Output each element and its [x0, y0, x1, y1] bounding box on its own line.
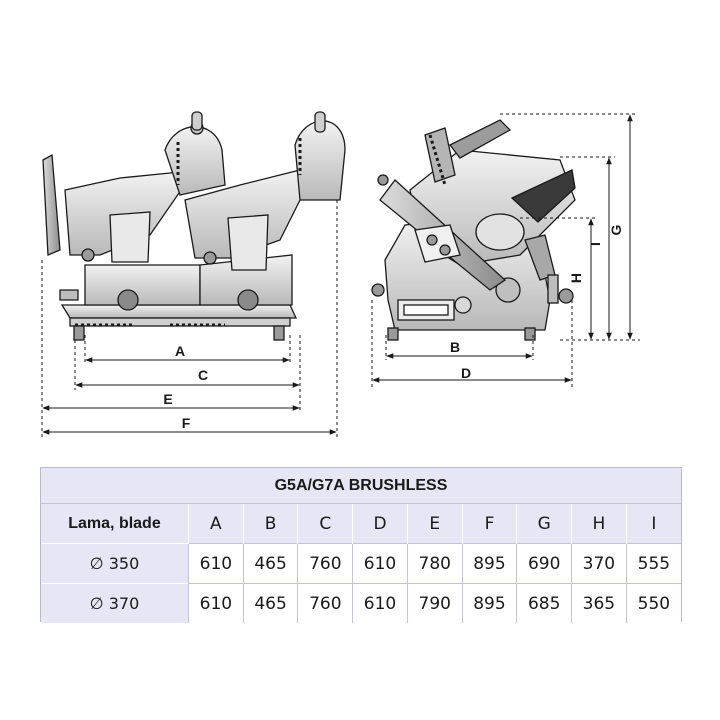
row-label: ∅ 350: [41, 543, 189, 584]
table-row: ∅ 370 610 465 760 610 790 895 685 365 55…: [41, 583, 681, 623]
table-cell: 610: [188, 543, 244, 584]
table-row: ∅ 350 610 465 760 610 780 895 690 370 55…: [41, 543, 681, 584]
row-header-label: Lama, blade: [41, 504, 189, 544]
table-cell: 895: [461, 583, 517, 623]
column-header: F: [461, 504, 517, 544]
dim-label-d: D: [461, 365, 471, 381]
table-cell: 610: [188, 583, 244, 623]
table-cell: 610: [352, 543, 408, 584]
table-cell: 465: [242, 543, 298, 584]
technical-drawing: A C E F: [41, 111, 640, 437]
table-cell: 610: [352, 583, 408, 623]
spec-grid: Lama, blade A B C D E F G H I ∅ 350 610 …: [41, 504, 681, 623]
dim-label-f: F: [182, 415, 191, 431]
dim-label-e: E: [163, 391, 172, 407]
table-cell: 465: [242, 583, 298, 623]
column-header: D: [352, 504, 408, 544]
front-view: [42, 111, 346, 341]
spec-table-title: G5A/G7A BRUSHLESS: [41, 468, 681, 504]
column-header: E: [406, 504, 463, 544]
dim-label-c: C: [198, 367, 208, 383]
column-header: H: [571, 504, 627, 544]
table-cell: 550: [625, 583, 681, 623]
table-cell: 685: [516, 583, 572, 623]
side-dimensions: [371, 113, 640, 387]
table-cell: 365: [571, 583, 627, 623]
dim-label-h: H: [568, 273, 584, 283]
table-cell: 760: [297, 583, 353, 623]
table-cell: 780: [406, 543, 463, 584]
dim-label-a: A: [175, 343, 185, 359]
column-header: G: [516, 504, 572, 544]
table-cell: 370: [571, 543, 627, 584]
row-label: ∅ 370: [41, 583, 189, 623]
spec-table: G5A/G7A BRUSHLESS Lama, blade A B C D E …: [40, 467, 682, 623]
dim-label-g: G: [608, 224, 624, 235]
column-header: B: [242, 504, 298, 544]
table-cell: 790: [406, 583, 463, 623]
side-view: [371, 119, 576, 341]
front-dimensions: [41, 200, 338, 437]
dim-label-b: B: [450, 339, 460, 355]
dim-label-i: I: [587, 242, 603, 246]
column-header: A: [188, 504, 244, 544]
table-cell: 760: [297, 543, 353, 584]
column-header: C: [297, 504, 353, 544]
column-header: I: [625, 504, 681, 544]
spec-header-row: Lama, blade A B C D E F G H I: [41, 504, 681, 544]
table-cell: 895: [461, 543, 517, 584]
table-cell: 690: [516, 543, 572, 584]
table-cell: 555: [625, 543, 681, 584]
